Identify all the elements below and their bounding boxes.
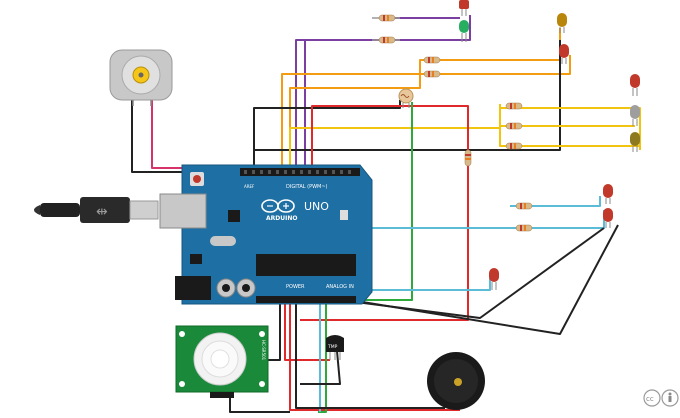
resistor-8 [464,149,472,167]
resistor-4 [423,70,441,78]
wire-black-3 [131,100,200,173]
wire-black-5 [349,224,619,335]
wire-black-6 [295,300,445,409]
cc-icon [643,389,661,407]
brand-label: ARDUINO [266,215,297,222]
dc-motor [109,49,173,106]
usb-cable: ⇹ [34,197,159,223]
wire-black-7 [300,339,341,385]
license-badge: cc [643,389,679,407]
resistor-7 [505,142,523,150]
wire-yellow-4 [289,127,500,172]
led-red-4 [603,184,613,204]
piezo-buzzer [427,352,485,410]
transistor: TMP [326,335,344,360]
wire-yellow-2 [500,107,641,150]
resistor-9 [515,202,533,210]
pir-sensor: HC-SR501 [175,325,269,398]
wire-black-1 [253,100,401,172]
digital-label: DIGITAL (PWM~) [286,184,328,190]
wire-red-1 [300,105,469,321]
led-red-5 [603,208,613,228]
led-red-3 [630,74,640,96]
led-orange [557,13,567,33]
svg-text:cc: cc [646,395,654,403]
aref-label: AREF [244,184,255,189]
resistor-6 [505,122,523,130]
pir-side-label: HC-SR501 [261,340,266,361]
led-red-2 [559,44,569,64]
led-green [459,20,469,42]
power-label: POWER [286,284,305,290]
wire-cyan-3 [360,278,491,291]
resistor-1 [372,14,400,22]
photoresistor [398,88,414,108]
wire-yellow-1 [499,104,640,147]
wire-black-2 [254,40,561,151]
wire-red-2 [284,300,330,361]
led-red-6 [489,268,499,290]
wire-pink [151,100,200,169]
resistor-2 [372,36,400,44]
model-label: UNO [304,200,329,213]
led-white [630,105,640,126]
led-olive [630,132,640,152]
wires [131,15,641,413]
wire-green-1 [362,102,413,301]
resistors [372,14,533,232]
transistor-label: TMP [327,344,338,350]
analog-label: ANALOG IN [326,284,354,290]
led-red-top [459,0,469,16]
arduino-board: DIGITAL (PWM~) AREF POWER ANALOG IN ARDU… [159,164,373,305]
wire-black-9 [229,395,290,413]
resistor-5 [505,102,523,110]
leds [459,0,640,290]
arduino-logo-icon [261,199,295,213]
resistor-10 [515,224,533,232]
usb-icon: ⇹ [96,204,108,220]
resistor-3 [423,56,441,64]
wire-red-3 [289,300,460,411]
